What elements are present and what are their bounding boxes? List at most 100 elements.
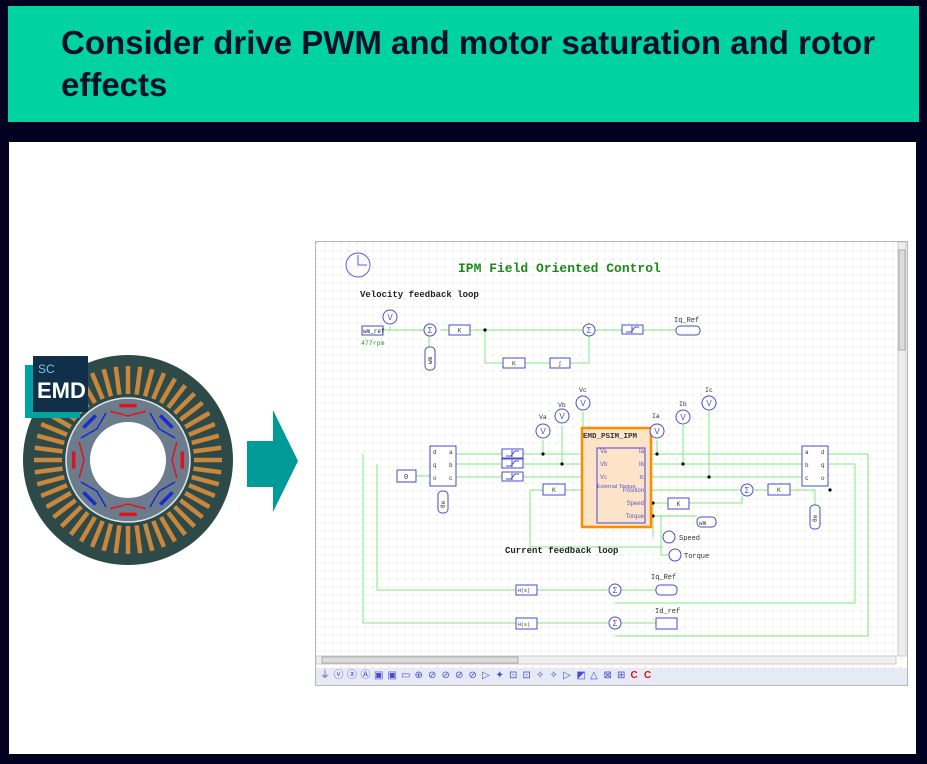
scope-icon[interactable]: ▣	[374, 670, 384, 681]
junction-node	[707, 475, 711, 479]
node-icon[interactable]: ✦	[495, 670, 504, 681]
stator-slot	[166, 384, 188, 410]
stator-slot	[191, 474, 220, 487]
voltmeter-icon[interactable]: ⓥ	[333, 670, 344, 681]
wm-ref-value: 477rpm	[361, 340, 385, 347]
voltmeter-vb-v: V	[559, 412, 565, 421]
source-icon[interactable]: ⊕	[414, 670, 423, 681]
port-position: Position	[623, 488, 644, 494]
sub-icon[interactable]: ⊞	[617, 670, 626, 681]
comparator-icon[interactable]: ▷	[563, 670, 571, 681]
block-icon[interactable]: ⊡	[522, 670, 531, 681]
stator-slot	[134, 525, 143, 554]
amplifier-icon[interactable]: ▷	[482, 670, 490, 681]
stator-slot	[40, 483, 68, 499]
integrator-block	[549, 357, 571, 369]
gain-k-integral-label: K	[512, 362, 516, 368]
c-block-icon[interactable]: C	[630, 670, 638, 681]
probe-icon[interactable]: Ⓐ	[360, 670, 371, 681]
source5-icon[interactable]: ⊘	[468, 670, 477, 681]
source4-icon[interactable]: ⊘	[455, 670, 464, 681]
rotor-barrier	[109, 410, 147, 417]
voltmeter-va	[535, 423, 551, 439]
wire	[615, 463, 856, 604]
abc2-port-a: a	[805, 449, 809, 456]
hs-block-d[interactable]: H(s)	[518, 622, 530, 628]
stator-slot	[89, 372, 105, 400]
dq-port-d: d	[433, 449, 437, 456]
theta-right: θe	[812, 514, 819, 522]
port-ib: Ib	[639, 462, 645, 468]
emd-logo: SC EMD	[25, 356, 88, 418]
rotor-barrier	[149, 481, 176, 508]
voltmeter-vc	[575, 395, 591, 411]
port-vb: Vb	[600, 462, 608, 468]
junction-node	[560, 462, 564, 466]
stator-slot	[173, 391, 197, 415]
stator-slot	[193, 445, 222, 454]
iq-ref-label-top: Iq_Ref	[674, 317, 699, 325]
junction-node	[541, 452, 545, 456]
horizontal-scroll-thumb[interactable]	[321, 656, 519, 664]
psim-schematic-window[interactable]: IPM Field Oriented Control Velocity feed…	[315, 241, 908, 686]
pwm-limiter-a-glyph	[506, 450, 519, 457]
title-bar: Consider drive PWM and motor saturation …	[8, 6, 919, 122]
rotor-barrier	[171, 441, 178, 479]
current-loop-label: Current feedback loop	[505, 546, 618, 556]
stator-slot	[191, 433, 220, 446]
horizontal-scrollbar[interactable]	[316, 655, 897, 665]
voltmeter-vc-v: V	[580, 399, 586, 408]
ammeter-icon[interactable]: ⓐ	[347, 670, 357, 681]
limiter-icon[interactable]: ◩	[576, 670, 586, 681]
source2-icon[interactable]: ⊘	[428, 670, 437, 681]
stator-slot	[134, 366, 143, 395]
wire	[484, 330, 503, 364]
slide-title: Consider drive PWM and motor saturation …	[61, 24, 876, 103]
rotor-magnet	[159, 491, 174, 506]
junction-node	[483, 328, 487, 332]
gain-icon[interactable]: ⊡	[509, 670, 518, 681]
iq-limiter-glyph	[626, 326, 639, 333]
voltmeter-va-v: V	[540, 427, 546, 436]
scope2-icon[interactable]: ▣	[387, 670, 397, 681]
zero-constant[interactable]: 0	[404, 474, 408, 482]
emd-psim-ipm-block[interactable]	[580, 426, 653, 529]
junction-node	[828, 488, 832, 492]
wire	[651, 515, 669, 556]
sum-icon[interactable]: ✧	[536, 670, 545, 681]
voltmeter-wm-ref-v: V	[387, 313, 393, 322]
rotor-magnet	[159, 414, 174, 429]
stator-slot	[34, 466, 63, 475]
source3-icon[interactable]: ⊘	[441, 670, 450, 681]
sum2-icon[interactable]: ✧	[549, 670, 558, 681]
torque-output-label: Torque	[684, 553, 709, 561]
c-block2-icon[interactable]: C	[644, 670, 652, 681]
pi-sum	[582, 323, 596, 337]
mux-icon[interactable]: ⊠	[603, 670, 612, 681]
stator-slot	[178, 498, 204, 520]
resistor-icon[interactable]: ▭	[401, 670, 411, 681]
stator-slot	[159, 516, 177, 543]
logo-sc: SC	[38, 362, 55, 376]
vertical-scroll-thumb[interactable]	[898, 249, 906, 351]
iq-ref-label: Iq_Ref	[651, 574, 676, 582]
vertical-scrollbar[interactable]	[897, 242, 907, 657]
ammeter-ia	[649, 423, 665, 439]
abc-to-dq-block[interactable]	[801, 445, 829, 487]
gain-k-velocity	[448, 324, 471, 336]
wm-ref-source[interactable]: wm_ref	[363, 328, 385, 335]
ground-icon[interactable]: ⏚	[320, 670, 330, 681]
schematic-title: IPM Field Oriented Control	[458, 261, 661, 276]
stator-slot	[68, 510, 90, 536]
switch-icon[interactable]: △	[590, 670, 598, 681]
stator-slot	[79, 516, 97, 543]
gain-k-torque-label: K	[552, 488, 556, 494]
wire	[376, 464, 516, 591]
hs-block-q[interactable]: H(s)	[518, 588, 530, 594]
port-vc: Vc	[600, 475, 607, 481]
schematic-canvas[interactable]: IPM Field Oriented Control Velocity feed…	[316, 242, 907, 685]
dq-to-abc-block[interactable]	[429, 445, 457, 487]
logo-emd: EMD	[37, 378, 86, 403]
velocity-sum-symbol: Σ	[428, 326, 433, 335]
